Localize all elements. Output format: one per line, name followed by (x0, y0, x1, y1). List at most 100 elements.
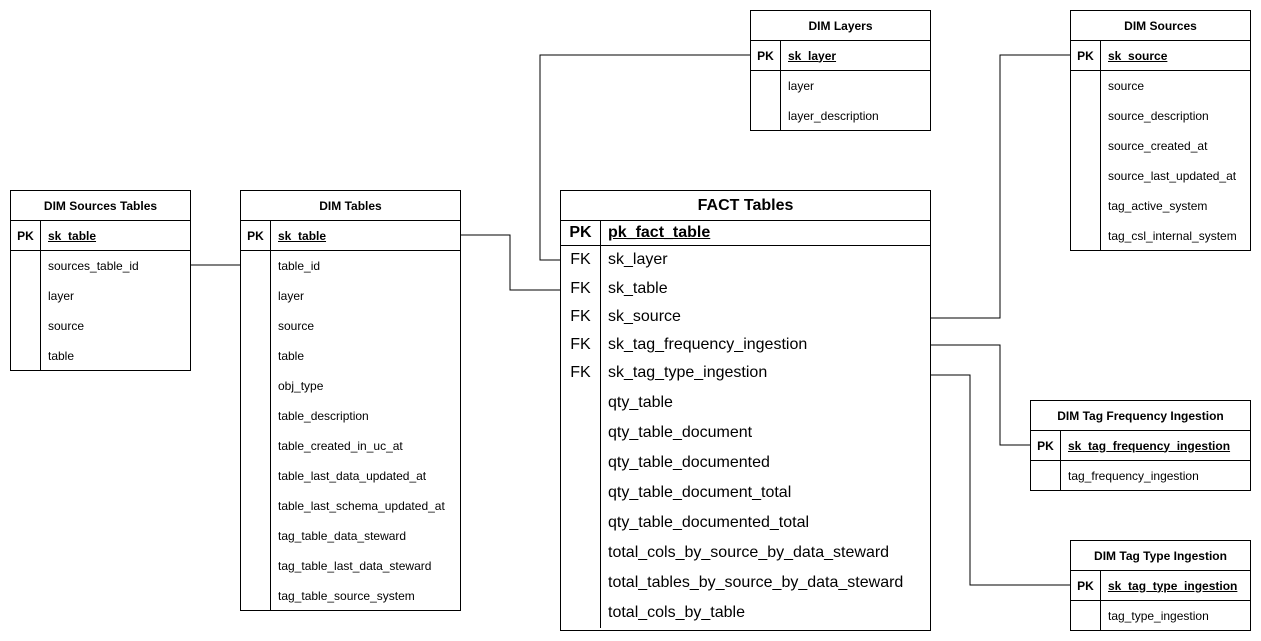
key-label (561, 568, 601, 598)
field-row: source_description (1071, 101, 1250, 131)
field-row: tag_type_ingestion (1071, 601, 1250, 630)
pk-field: sk_table (48, 228, 97, 243)
key-label (751, 101, 781, 130)
key-label: FK (561, 358, 601, 388)
pk-row: PK sk_layer (751, 41, 930, 71)
key-label (1071, 161, 1101, 191)
key-label (751, 71, 781, 101)
field-row: source (1071, 71, 1250, 101)
key-label (561, 448, 601, 478)
field-row: table (241, 341, 460, 371)
field-name: table_last_data_updated_at (278, 469, 427, 483)
field-name: source_description (1108, 109, 1209, 123)
pk-label: PK (1031, 431, 1061, 460)
pk-row: PK sk_table (241, 221, 460, 251)
field-name: table_id (278, 259, 321, 273)
key-label (241, 431, 271, 461)
field-name: qty_table_document (608, 424, 753, 441)
field-name: source (48, 319, 85, 333)
pk-label: PK (561, 221, 601, 245)
field-row: layer (11, 281, 190, 311)
key-label (1071, 101, 1101, 131)
key-label (11, 341, 41, 370)
pk-label: PK (751, 41, 781, 70)
field-name: total_cols_by_table (608, 604, 745, 621)
field-name: table_last_schema_updated_at (278, 499, 445, 513)
pk-field: pk_fact_table (608, 224, 711, 241)
field-row: FK sk_table (561, 274, 930, 303)
entity-title: DIM Sources Tables (11, 191, 190, 221)
field-name: qty_table_documented (608, 454, 770, 471)
field-row: tag_frequency_ingestion (1031, 461, 1250, 490)
field-name: tag_table_source_system (278, 588, 415, 603)
field-row: qty_table_documented_total (561, 508, 930, 538)
field-name: tag_table_last_data_steward (278, 559, 432, 573)
entity-dim-tables[interactable]: DIM Tables PK sk_table table_id layer so… (240, 190, 461, 611)
entity-title: DIM Tables (241, 191, 460, 221)
key-label: FK (561, 303, 601, 331)
pk-field: sk_source (1108, 48, 1168, 63)
field-name: table (48, 348, 75, 363)
field-row: source (241, 311, 460, 341)
field-row: layer (241, 281, 460, 311)
key-label (241, 371, 271, 401)
key-label (11, 251, 41, 281)
field-name: table (278, 349, 305, 363)
entity-dim-tag-type-ingestion[interactable]: DIM Tag Type Ingestion PK sk_tag_type_in… (1070, 540, 1251, 631)
entity-dim-sources[interactable]: DIM Sources PK sk_source source source_d… (1070, 10, 1251, 251)
field-name: qty_table (608, 394, 673, 411)
pk-label: PK (1071, 41, 1101, 70)
field-row: source (11, 311, 190, 341)
field-name: layer (278, 289, 305, 303)
field-row: total_cols_by_table (561, 598, 930, 628)
key-label (241, 551, 271, 581)
key-label (561, 388, 601, 418)
entity-dim-layers[interactable]: DIM Layers PK sk_layer layer layer_descr… (750, 10, 931, 131)
pk-row: PK sk_tag_type_ingestion (1071, 571, 1250, 601)
field-name: tag_type_ingestion (1108, 608, 1209, 623)
field-row: table_last_data_updated_at (241, 461, 460, 491)
key-label: FK (561, 274, 601, 303)
field-name: sources_table_id (48, 259, 139, 273)
field-name: tag_frequency_ingestion (1068, 468, 1199, 483)
field-name: tag_active_system (1108, 199, 1208, 213)
key-label (241, 461, 271, 491)
field-row: total_cols_by_source_by_data_steward (561, 538, 930, 568)
key-label (561, 538, 601, 568)
field-row: table_id (241, 251, 460, 281)
field-name: table_created_in_uc_at (278, 439, 403, 453)
entity-dim-tag-frequency-ingestion[interactable]: DIM Tag Frequency Ingestion PK sk_tag_fr… (1030, 400, 1251, 491)
pk-label: PK (1071, 571, 1101, 600)
field-name: sk_tag_type_ingestion (608, 364, 768, 381)
field-name: total_tables_by_source_by_data_steward (608, 574, 904, 591)
field-name: sk_layer (608, 251, 668, 268)
key-label (561, 598, 601, 628)
key-label (241, 281, 271, 311)
field-name: total_cols_by_source_by_data_steward (608, 544, 890, 561)
field-row: qty_table_documented (561, 448, 930, 478)
key-label (241, 581, 271, 610)
field-row: layer (751, 71, 930, 101)
entity-title: DIM Tag Type Ingestion (1071, 541, 1250, 571)
field-row: FK sk_tag_type_ingestion (561, 358, 930, 388)
key-label (1071, 131, 1101, 161)
field-name: sk_table (608, 279, 668, 297)
field-name: source (278, 319, 315, 333)
field-name: source_created_at (1108, 139, 1208, 153)
key-label (1071, 191, 1101, 221)
field-name: obj_type (278, 379, 324, 393)
key-label (241, 311, 271, 341)
field-name: sk_source (608, 308, 681, 325)
field-row: table_description (241, 401, 460, 431)
connector-tag-type-to-fact (930, 374, 1070, 586)
pk-field: sk_tag_type_ingestion (1108, 578, 1238, 593)
key-label (561, 418, 601, 448)
field-row: tag_table_last_data_steward (241, 551, 460, 581)
field-row: table_created_in_uc_at (241, 431, 460, 461)
entity-title: FACT Tables (561, 191, 930, 221)
field-row: sources_table_id (11, 251, 190, 281)
entity-dim-sources-tables[interactable]: DIM Sources Tables PK sk_table sources_t… (10, 190, 191, 371)
